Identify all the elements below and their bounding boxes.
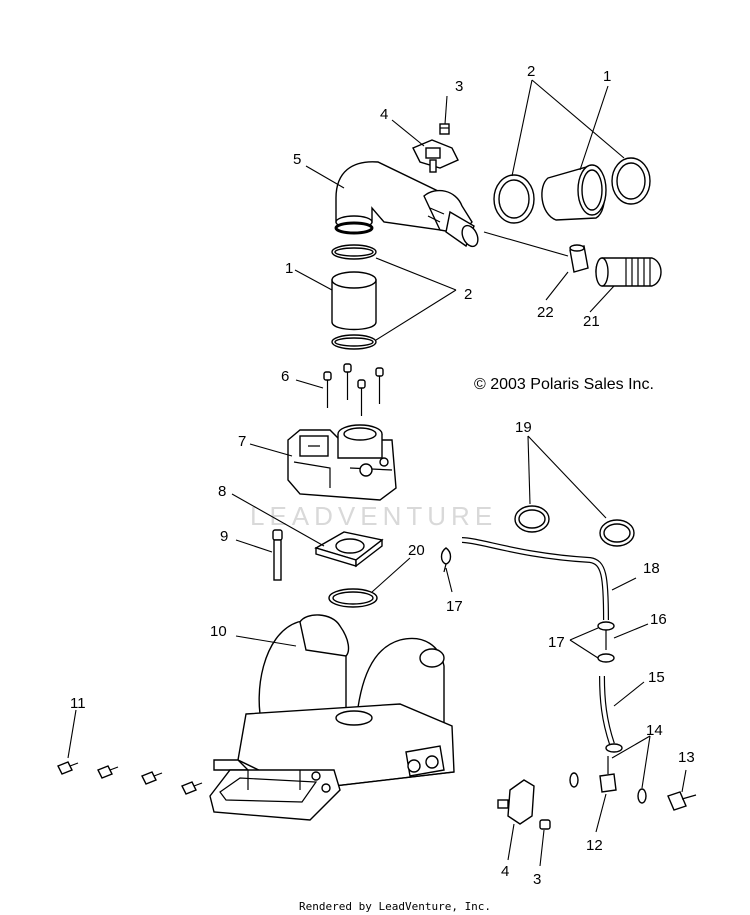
part-oring-20 — [328, 588, 378, 608]
callout-19: 19 — [515, 419, 532, 436]
part-elbow-duct — [334, 161, 479, 248]
callout-15: 15 — [648, 669, 665, 686]
callout-2-top: 2 — [527, 63, 535, 80]
part-clamps-16-17 — [597, 621, 615, 663]
callout-17-left: 17 — [446, 598, 463, 615]
callout-13: 13 — [678, 749, 695, 766]
part-flange-gasket — [314, 531, 384, 568]
callout-4-bottom: 4 — [501, 863, 509, 880]
part-fitting-12 — [599, 756, 617, 793]
callout-7: 7 — [238, 433, 246, 450]
part-clamp-top-left — [493, 174, 535, 224]
leader-lines — [67, 79, 687, 867]
callout-8: 8 — [218, 483, 226, 500]
part-clamp-mid-upper — [331, 244, 377, 260]
callout-6: 6 — [281, 368, 289, 385]
part-bolts-6 — [323, 363, 384, 416]
part-short-hose — [599, 675, 623, 753]
part-hose-clamp-left — [440, 547, 452, 573]
callout-22: 22 — [537, 304, 554, 321]
part-bolt-long — [272, 529, 283, 581]
part-coupler-top — [541, 164, 607, 221]
part-screw-bottom — [539, 819, 551, 830]
part-coupler-mid — [331, 271, 377, 331]
callout-5: 5 — [293, 151, 301, 168]
callout-16: 16 — [650, 611, 667, 628]
callout-1-top: 1 — [603, 68, 611, 85]
part-orings-19 — [514, 505, 635, 547]
callout-4-top: 4 — [380, 106, 388, 123]
callout-17-right: 17 — [548, 634, 565, 651]
callout-3-top: 3 — [455, 78, 463, 95]
part-sleeve-22 — [569, 244, 589, 273]
watermark: LEADVENTURE — [250, 501, 497, 531]
callout-3-bottom: 3 — [533, 871, 541, 888]
part-sensor-bottom — [497, 779, 535, 825]
callout-11: 11 — [70, 695, 86, 712]
callout-20: 20 — [408, 542, 425, 559]
copyright-notice: © 2003 Polaris Sales Inc. — [474, 376, 654, 393]
callouts: 3 4 5 2 1 1 2 22 21 6 7 8 9 20 17 19 18 … — [70, 63, 695, 888]
callout-21: 21 — [583, 313, 600, 330]
part-screws-11 — [57, 761, 203, 795]
callout-9: 9 — [220, 528, 228, 545]
callout-14: 14 — [646, 722, 663, 739]
part-clamp-mid-lower — [331, 334, 377, 350]
part-vent-hose — [461, 537, 609, 621]
part-screw-top — [439, 123, 450, 135]
callout-2-mid: 2 — [464, 286, 472, 303]
callout-10: 10 — [210, 623, 227, 640]
part-bolt-13 — [667, 791, 697, 811]
callout-1-mid: 1 — [285, 260, 293, 277]
part-washers-14 — [569, 772, 647, 804]
part-clamp-top-right — [611, 157, 651, 205]
part-hose-21 — [595, 257, 662, 287]
part-intake-plenum — [209, 614, 455, 821]
part-throttle-body — [287, 424, 397, 501]
callout-18: 18 — [643, 560, 660, 577]
part-sensor-top — [412, 139, 459, 173]
callout-12: 12 — [586, 837, 603, 854]
render-credit: Rendered by LeadVenture, Inc. — [299, 900, 491, 913]
